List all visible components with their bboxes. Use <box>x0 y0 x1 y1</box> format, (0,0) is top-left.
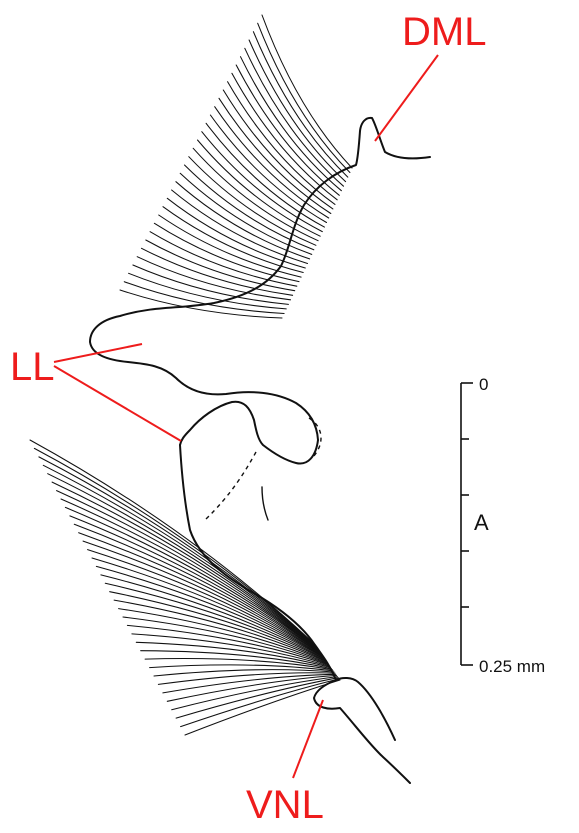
fiber-stroke <box>236 65 339 195</box>
fiber-stroke <box>101 575 324 658</box>
fiber-stroke <box>158 673 335 685</box>
vnl-lobe <box>336 678 395 740</box>
label-vnl: VNL <box>246 783 324 827</box>
fiber-stroke <box>70 516 318 650</box>
ll-leader-upper <box>54 344 142 362</box>
dashed-boundary-middle <box>205 452 256 520</box>
ll-leader-lower <box>54 366 181 441</box>
inner-ridge <box>262 487 268 520</box>
upper-fiber-fan <box>120 15 352 318</box>
fiber-stroke <box>176 182 310 259</box>
tissue-outline-upper <box>90 118 430 440</box>
scale-bar-bottom-label: 0.25 mm <box>479 657 545 676</box>
vnl-leader <box>293 700 323 778</box>
scale-bar-top-label: 0 <box>479 375 488 394</box>
label-ll: LL <box>10 345 55 389</box>
dml-leader <box>375 55 438 141</box>
lower-fiber-fan <box>30 440 340 735</box>
label-dml: DML <box>402 10 486 54</box>
scale-bar-middle-label: A <box>474 510 489 535</box>
fiber-stroke <box>185 680 340 735</box>
fiber-stroke <box>189 157 316 246</box>
fiber-stroke <box>172 677 338 710</box>
tissue-outline-lower-lobe <box>180 402 318 464</box>
scale-bar: 0 A 0.25 mm <box>461 375 545 676</box>
fiber-stroke <box>223 90 333 209</box>
fiber-stroke <box>193 148 318 240</box>
fiber-stroke <box>210 115 326 223</box>
